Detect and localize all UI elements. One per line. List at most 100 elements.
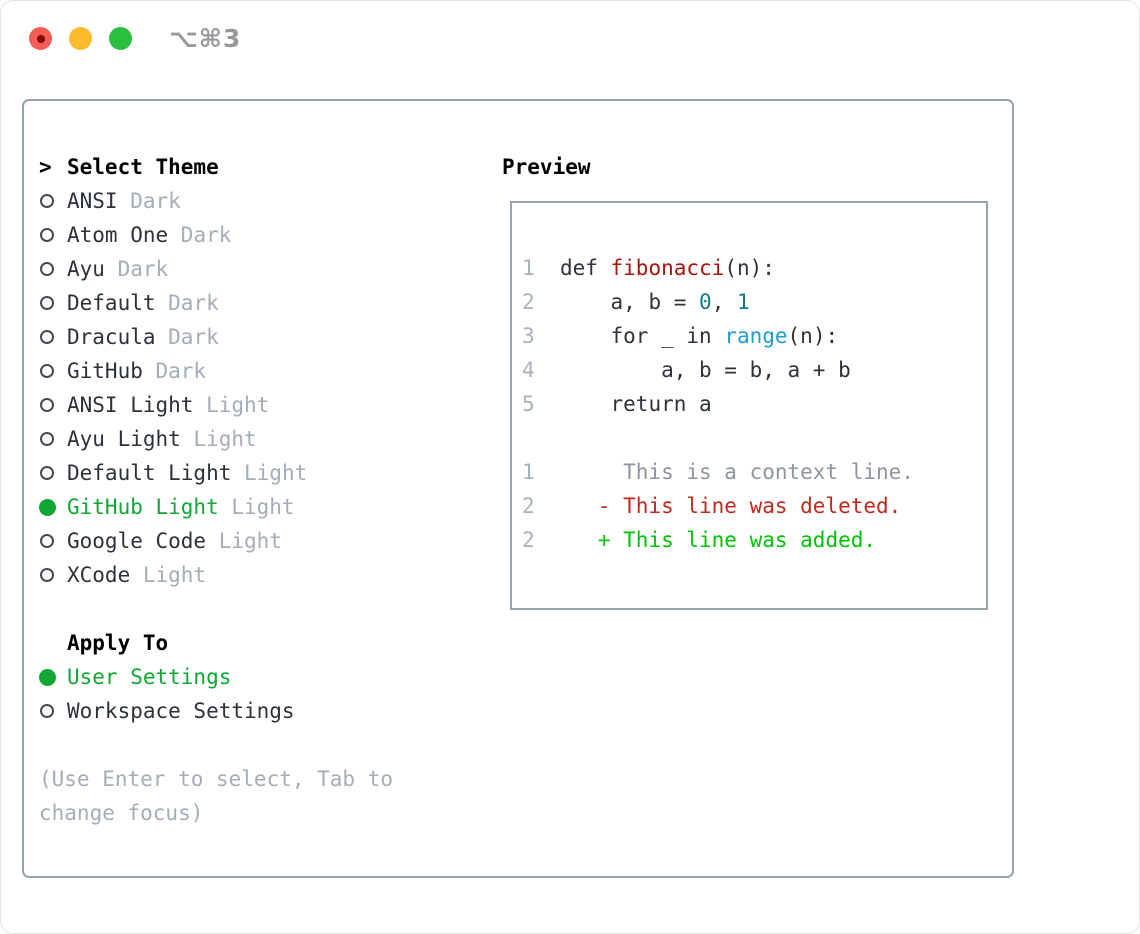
line-number: 4 xyxy=(522,358,535,382)
radio-icon xyxy=(40,466,54,480)
theme-option-default-light[interactable]: Default Light Light xyxy=(39,456,393,490)
radio-marker xyxy=(39,296,67,310)
option-label: User Settings xyxy=(67,665,232,689)
option-tag: Light xyxy=(130,563,207,587)
radio-marker xyxy=(39,466,67,480)
radio-icon xyxy=(40,534,54,548)
line-number: 3 xyxy=(522,324,535,348)
theme-option-ayu[interactable]: Ayu Dark xyxy=(39,252,393,286)
option-label: GitHub Light xyxy=(67,495,219,519)
theme-option-github-light[interactable]: GitHub Light Light xyxy=(39,490,393,524)
option-tag: Dark xyxy=(168,223,232,247)
option-tag: Dark xyxy=(104,257,169,281)
code-segment: , xyxy=(711,290,737,314)
option-tag: Light xyxy=(206,529,282,553)
theme-option-github[interactable]: GitHub Dark xyxy=(39,354,393,388)
apply-to-title: Apply To xyxy=(67,631,169,655)
line-number xyxy=(522,426,535,450)
code-line: 4 a, b = b, a + b xyxy=(522,353,914,387)
code-segment: (n): xyxy=(724,256,775,280)
code-segment: for _ in xyxy=(534,324,725,348)
theme-option-google-code[interactable]: Google Code Light xyxy=(39,524,393,558)
radio-icon xyxy=(40,568,54,582)
radio-marker xyxy=(39,704,67,718)
option-label: Default xyxy=(67,291,156,315)
theme-option-xcode[interactable]: XCode Light xyxy=(39,558,393,592)
option-label: GitHub xyxy=(67,359,143,383)
prompt-icon: > xyxy=(39,155,52,179)
code-line: 1 This is a context line. xyxy=(522,455,914,489)
apply-option-workspace-settings[interactable]: Workspace Settings xyxy=(39,694,393,728)
radio-icon xyxy=(40,296,54,310)
option-tag: Dark xyxy=(117,189,181,213)
radio-icon xyxy=(40,330,54,344)
option-label: Google Code xyxy=(67,529,207,553)
option-label: ANSI xyxy=(67,189,118,213)
select-theme-title: Select Theme xyxy=(67,155,219,179)
theme-option-default[interactable]: Default Dark xyxy=(39,286,393,320)
radio-icon xyxy=(40,262,54,276)
titlebar: ⌥⌘3 xyxy=(1,1,1139,71)
code-segment: a, b = xyxy=(534,290,700,314)
option-tag: Light xyxy=(218,495,295,519)
code-line: 2 + This line was added. xyxy=(522,523,914,557)
code-line: 2 - This line was deleted. xyxy=(522,489,914,523)
option-label: Workspace Settings xyxy=(67,699,295,723)
theme-option-atom-one[interactable]: Atom One Dark xyxy=(39,218,393,252)
spacer xyxy=(39,728,393,762)
option-label: Ayu xyxy=(67,257,105,281)
radio-icon xyxy=(40,432,54,446)
radio-marker xyxy=(39,568,67,582)
code-segment: a, b = b, a + b xyxy=(534,358,851,382)
radio-marker xyxy=(39,330,67,344)
line-number: 1 xyxy=(522,460,535,484)
option-tag: Dark xyxy=(142,359,207,383)
code-segment: fibonacci xyxy=(610,256,725,280)
code-line xyxy=(522,421,914,455)
option-tag: Light xyxy=(180,427,257,451)
option-tag: Light xyxy=(193,393,270,417)
radio-marker xyxy=(39,228,67,242)
code-line: 2 a, b = 0, 1 xyxy=(522,285,914,319)
zoom-button[interactable] xyxy=(109,27,132,50)
code-segment: 1 xyxy=(736,290,750,314)
radio-selected-icon xyxy=(39,668,56,686)
spacer xyxy=(39,592,393,626)
theme-option-ansi[interactable]: ANSI Dark xyxy=(39,184,393,218)
radio-selected-icon xyxy=(39,498,56,516)
code-segment: return a xyxy=(534,392,712,416)
theme-option-dracula[interactable]: Dracula Dark xyxy=(39,320,393,354)
code-segment: range xyxy=(724,324,788,348)
radio-marker xyxy=(39,262,67,276)
radio-icon xyxy=(40,364,54,378)
option-label: Default Light xyxy=(67,461,232,485)
option-label: ANSI Light xyxy=(67,393,194,417)
code-segment: 0 xyxy=(699,290,712,314)
option-label: Ayu Light xyxy=(67,427,181,451)
theme-option-ansi-light[interactable]: ANSI Light Light xyxy=(39,388,393,422)
code-segment: - This line was deleted. xyxy=(534,494,902,518)
prompt-marker: > xyxy=(39,155,67,179)
option-label: XCode xyxy=(67,563,131,587)
apply-to-header: Apply To xyxy=(39,626,393,660)
code-segment: (n): xyxy=(787,324,839,348)
close-button[interactable] xyxy=(29,27,52,50)
code-segment: + This line was added. xyxy=(534,528,877,552)
code-line: 1 def fibonacci(n): xyxy=(522,251,914,285)
line-number: 2 xyxy=(522,528,535,552)
radio-marker xyxy=(39,194,67,208)
hint-line-1: (Use Enter to select, Tab to xyxy=(39,767,394,791)
code-line: 5 return a xyxy=(522,387,914,421)
apply-option-user-settings[interactable]: User Settings xyxy=(39,660,393,694)
option-label: Dracula xyxy=(67,325,156,349)
minimize-button[interactable] xyxy=(69,27,92,50)
radio-marker xyxy=(39,364,67,378)
code-segment: def xyxy=(534,256,611,280)
radio-marker xyxy=(39,498,67,516)
theme-option-ayu-light[interactable]: Ayu Light Light xyxy=(39,422,393,456)
code-line: 3 for _ in range(n): xyxy=(522,319,914,353)
